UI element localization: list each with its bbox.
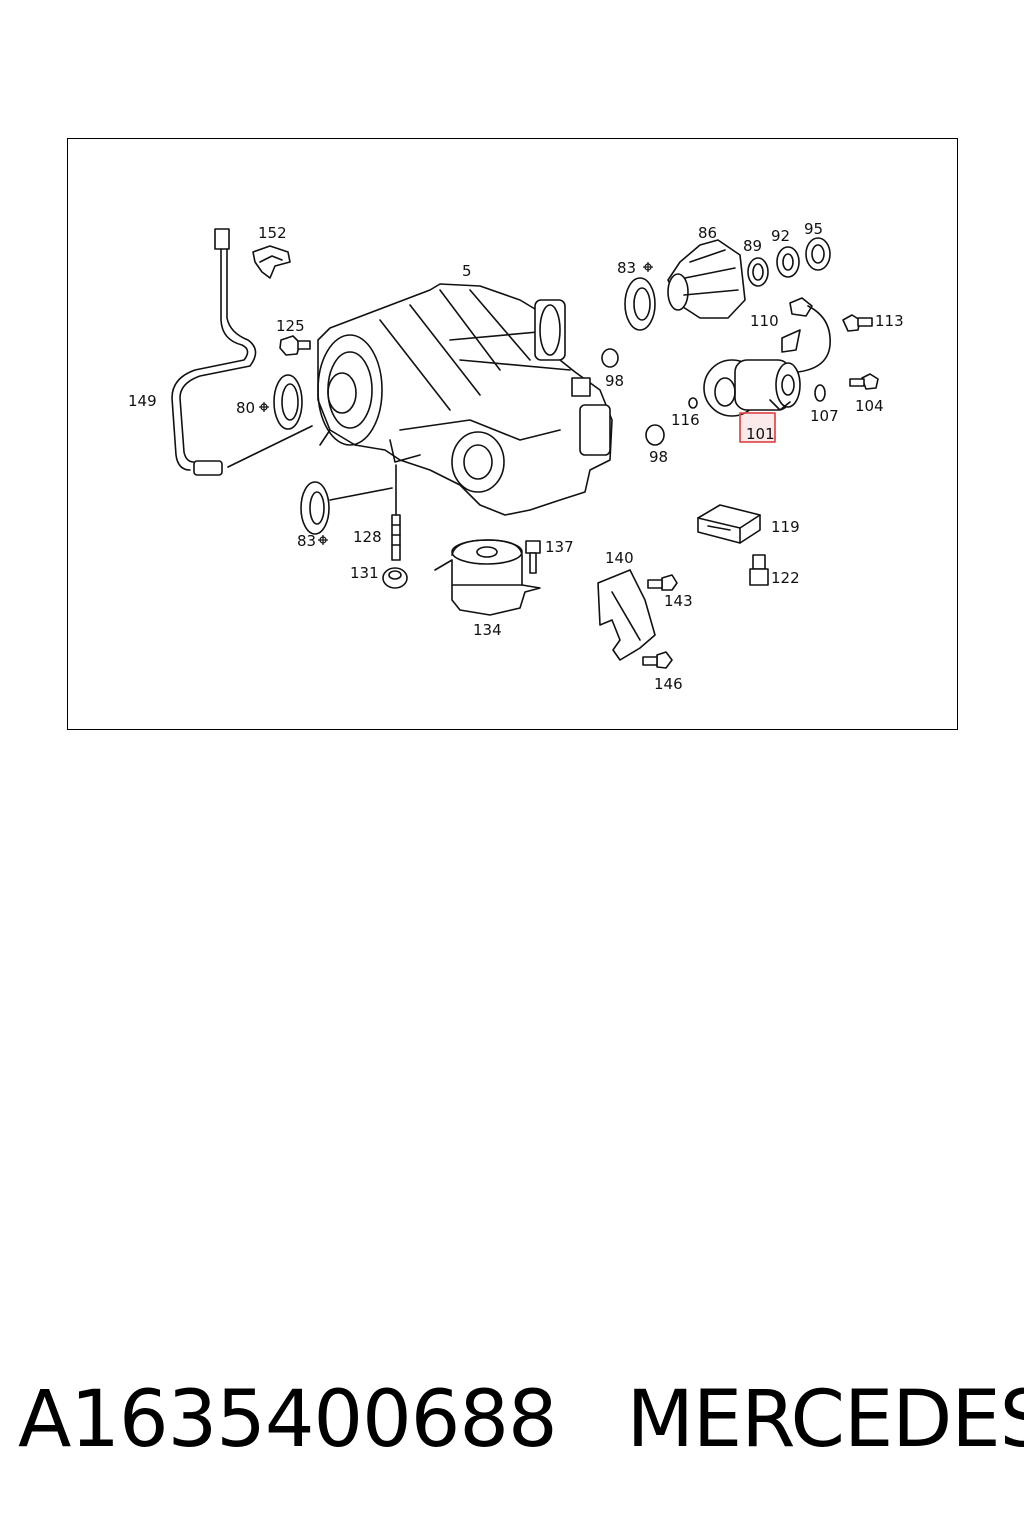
part-125-bolt	[279, 335, 311, 356]
callout-83-lower[interactable]: 83	[297, 532, 316, 550]
crosshair-marks	[259, 262, 653, 545]
callout-128[interactable]: 128	[353, 528, 382, 546]
part-5-transfer-case	[317, 283, 613, 516]
callout-104[interactable]: 104	[855, 397, 884, 415]
part-101-highlight[interactable]	[739, 412, 776, 443]
part-95-ring	[805, 237, 831, 271]
callout-137[interactable]: 137	[545, 538, 574, 556]
callout-92[interactable]: 92	[771, 227, 790, 245]
part-101-actuator	[703, 359, 801, 417]
part-86-boot	[667, 239, 746, 319]
part-128-stud	[391, 464, 401, 561]
callout-125[interactable]: 125	[276, 317, 305, 335]
part-140-bracket	[597, 569, 656, 661]
callout-146[interactable]: 146	[654, 675, 683, 693]
callout-134[interactable]: 134	[473, 621, 502, 639]
callout-101[interactable]: 101	[746, 425, 775, 443]
part-116-washer	[688, 397, 698, 409]
brand-name: MERCEDES	[626, 1375, 1024, 1465]
footer-caption: A1635400688 MERCEDES	[18, 1370, 1024, 1470]
callout-95[interactable]: 95	[804, 220, 823, 238]
callout-89[interactable]: 89	[743, 237, 762, 255]
part-113-bolt	[842, 314, 873, 332]
part-119-control-unit	[697, 504, 761, 544]
part-137-bolt	[525, 540, 541, 574]
part-131-nut	[382, 567, 408, 589]
callout-152[interactable]: 152	[258, 224, 287, 242]
callout-122[interactable]: 122	[771, 569, 800, 587]
part-80-seal	[273, 374, 303, 430]
part-143-bolt	[647, 574, 678, 591]
callout-119[interactable]: 119	[771, 518, 800, 536]
callout-86[interactable]: 86	[698, 224, 717, 242]
diagram-frame	[67, 138, 958, 730]
part-83-lower-seal	[300, 481, 393, 535]
callout-110[interactable]: 110	[750, 312, 779, 330]
part-92-ring	[776, 246, 800, 278]
callout-149[interactable]: 149	[128, 392, 157, 410]
callout-labels: 152 5 86 89 92 95 83 125 110 113 98 149 …	[128, 220, 904, 693]
callout-98-lower[interactable]: 98	[649, 448, 668, 466]
callout-5[interactable]: 5	[462, 262, 472, 280]
part-89-ring	[747, 257, 769, 287]
part-149-hose	[171, 228, 313, 476]
part-122-connector	[749, 554, 769, 586]
part-98-plug-lower	[645, 424, 665, 446]
part-110-sensor	[781, 297, 831, 373]
part-107-washer	[814, 384, 826, 402]
part-134-mount	[434, 539, 541, 616]
part-98-plug-upper	[601, 348, 619, 368]
callout-116[interactable]: 116	[671, 411, 700, 429]
callout-140[interactable]: 140	[605, 549, 634, 567]
callout-98-upper[interactable]: 98	[605, 372, 624, 390]
part-number: A1635400688	[18, 1375, 558, 1465]
part-83-upper-seal	[624, 277, 656, 331]
callout-143[interactable]: 143	[664, 592, 693, 610]
callout-80[interactable]: 80	[236, 399, 255, 417]
part-146-bolt	[642, 651, 673, 669]
part-152-clip	[252, 245, 291, 279]
callout-131[interactable]: 131	[350, 564, 379, 582]
callout-113[interactable]: 113	[875, 312, 904, 330]
part-104-bolt	[849, 373, 879, 390]
callout-83-upper[interactable]: 83	[617, 259, 636, 277]
callout-107[interactable]: 107	[810, 407, 839, 425]
